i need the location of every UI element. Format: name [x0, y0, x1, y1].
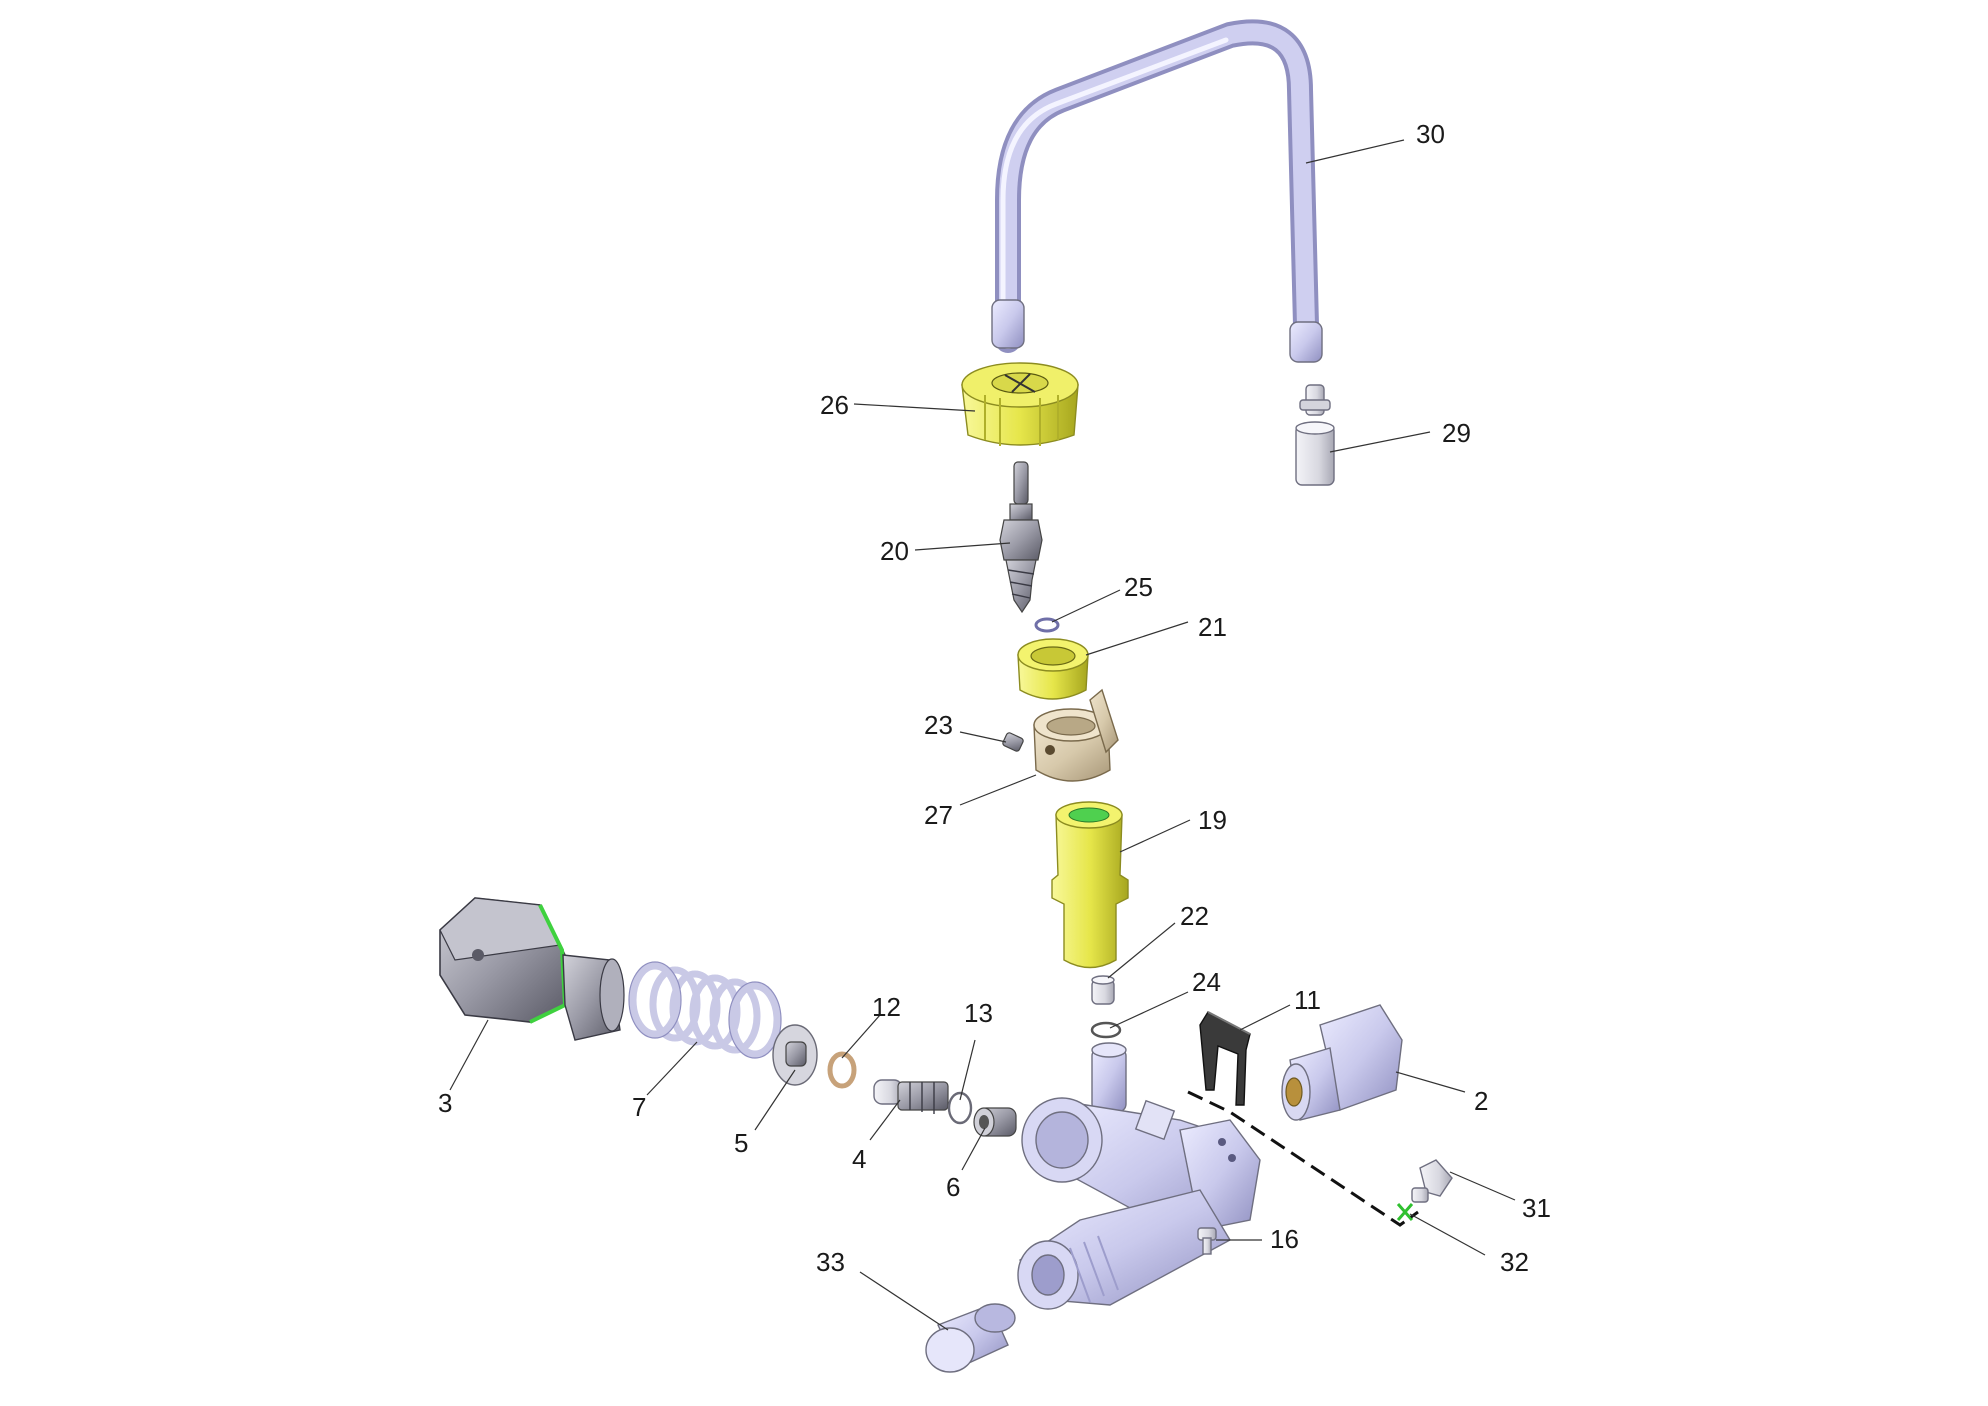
- callout-32: 32: [1500, 1247, 1529, 1277]
- assembly-dashed-line: [1187, 1090, 1419, 1227]
- part-22-valve: [1091, 975, 1115, 1005]
- callout-31: 31: [1522, 1193, 1551, 1223]
- callout-20: 20: [880, 536, 909, 566]
- part-30-tube: [991, 19, 1323, 363]
- part-25-oring: [1034, 617, 1060, 633]
- leader-lines: [449, 139, 1516, 1331]
- callout-33: 33: [816, 1247, 845, 1277]
- part-26-cap: [961, 362, 1079, 446]
- part-7-spring: [628, 961, 782, 1059]
- callout-4: 4: [852, 1144, 866, 1174]
- main-body: [1017, 1042, 1261, 1310]
- callout-25: 25: [1124, 572, 1153, 602]
- part-23-screw: [1002, 732, 1024, 752]
- callout-3: 3: [438, 1088, 452, 1118]
- callout-11: 11: [1294, 985, 1321, 1015]
- callout-5: 5: [734, 1128, 748, 1158]
- callout-6: 6: [946, 1172, 960, 1202]
- callout-7: 7: [632, 1092, 646, 1122]
- part-3-housing: [439, 897, 625, 1041]
- part-27-clamp: [1033, 688, 1119, 782]
- callout-labels: 30 26 29 20 25 21 23 27 19 22 24 11 12 1…: [438, 119, 1551, 1277]
- part-13-oring: [947, 1091, 973, 1125]
- callout-30: 30: [1416, 119, 1445, 149]
- callout-22: 22: [1180, 901, 1209, 931]
- callout-24: 24: [1192, 967, 1221, 997]
- callout-23: 23: [924, 710, 953, 740]
- callout-21: 21: [1198, 612, 1227, 642]
- part-12-ring: [827, 1051, 857, 1089]
- part-24-oring: [1090, 1021, 1122, 1039]
- callout-29: 29: [1442, 418, 1471, 448]
- callout-16: 16: [1270, 1224, 1299, 1254]
- part-2-connector: [1281, 1004, 1403, 1121]
- callout-26: 26: [820, 390, 849, 420]
- part-5-washer: [772, 1024, 818, 1086]
- part-16-bolt: [1197, 1227, 1217, 1255]
- callout-27: 27: [924, 800, 953, 830]
- callout-13: 13: [964, 998, 993, 1028]
- part-21-collar: [1017, 638, 1089, 700]
- part-32-mark: [1396, 1203, 1414, 1221]
- part-4-piston: [873, 1079, 949, 1114]
- part-20-nozzle: [999, 461, 1043, 614]
- callout-19: 19: [1198, 805, 1227, 835]
- callout-2: 2: [1474, 1086, 1488, 1116]
- part-6-seal: [973, 1107, 1017, 1137]
- part-29-fitting: [1295, 384, 1335, 486]
- callout-12: 12: [872, 992, 901, 1022]
- part-19-sleeve: [1051, 801, 1129, 969]
- part-31-plug: [1411, 1159, 1453, 1203]
- part-33-endcap: [925, 1303, 1016, 1373]
- part-11-clip: [1199, 1011, 1251, 1106]
